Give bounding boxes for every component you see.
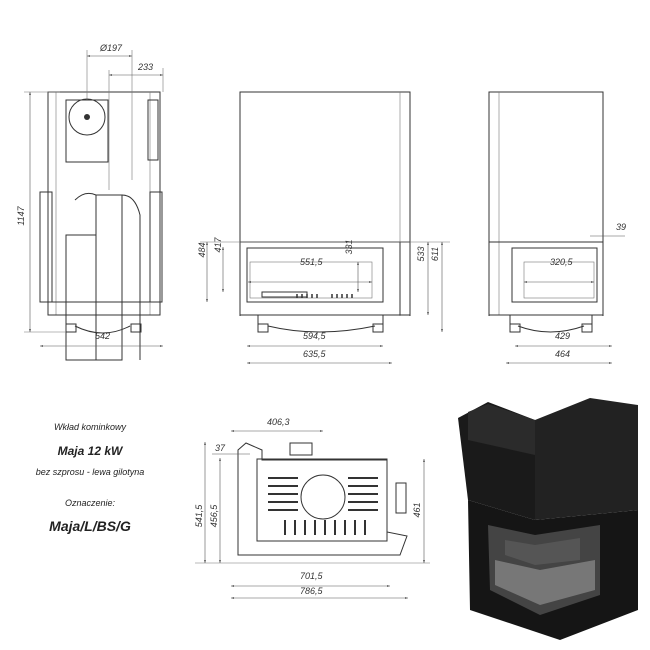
dim-417: 417 — [213, 237, 223, 253]
dim-484: 484 — [197, 242, 207, 257]
dim-37: 37 — [215, 443, 226, 453]
top-view: 406,3 37 541,5 456,5 461 701,5 786,5 — [194, 417, 430, 599]
dim-406: 406,3 — [267, 417, 290, 427]
dim-611: 611 — [430, 247, 440, 261]
title-line1: Wkład kominkowy — [54, 422, 127, 432]
dim-594: 594,5 — [303, 331, 327, 341]
dim-635: 635,5 — [303, 349, 327, 359]
dim-701: 701,5 — [300, 571, 324, 581]
dim-786: 786,5 — [300, 586, 324, 596]
dim-461: 461 — [412, 502, 422, 517]
flue-icon — [65, 98, 109, 163]
dim-flue-diameter: Ø197 — [99, 43, 123, 53]
dim-flue-offset: 233 — [137, 62, 153, 72]
model-name: Maja 12 kW — [58, 444, 124, 458]
front-view: 484 417 331 551,5 533 611 594,5 635,5 — [197, 91, 450, 396]
dim-533: 533 — [416, 246, 426, 261]
variant-text: bez szprosu - lewa gilotyna — [36, 467, 145, 477]
title-block: Wkład kominkowy Maja 12 kW bez szprosu -… — [36, 422, 145, 534]
dim-glass-height: 331 — [344, 239, 354, 254]
fireplace-3d-render — [458, 398, 638, 640]
dim-429: 429 — [555, 331, 570, 341]
dim-width: 542 — [95, 331, 110, 341]
designation-label: Oznaczenie: — [65, 498, 116, 508]
dim-464: 464 — [555, 349, 570, 359]
dim-end-glass-width: 320,5 — [550, 257, 574, 267]
dim-glass-width: 551,5 — [300, 257, 324, 267]
dim-height: 1147 — [16, 205, 26, 225]
dim-456: 456,5 — [209, 504, 219, 528]
designation-code: Maja/L/BS/G — [49, 518, 131, 534]
dim-541: 541,5 — [194, 504, 204, 528]
side-view: 1147 Ø197 233 542 — [16, 43, 164, 361]
dim-39: 39 — [616, 222, 626, 232]
end-view: 320,5 39 429 464 — [486, 91, 626, 396]
